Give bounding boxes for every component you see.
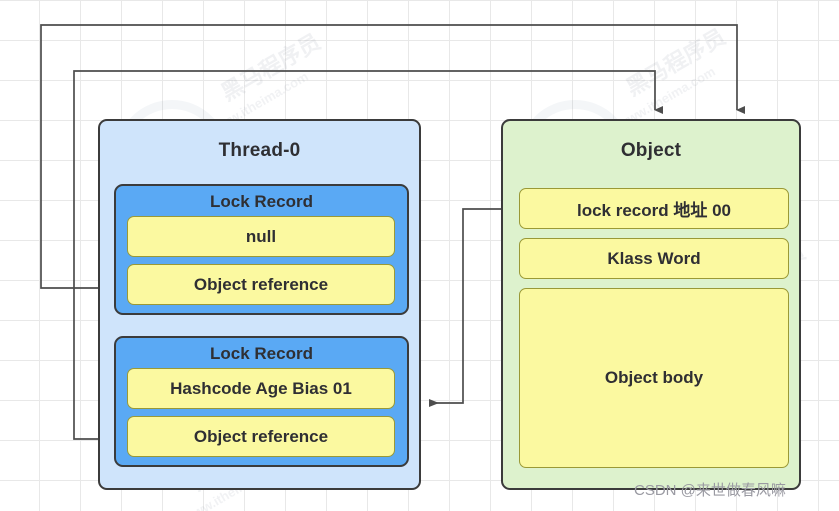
lock-record-1-cell-null: null: [127, 216, 395, 257]
lock-record-1: Lock Record null Object reference: [114, 184, 409, 315]
connector-lock-record-address: [429, 208, 517, 407]
thread-panel-title: Thread-0: [218, 140, 301, 161]
object-cell-object-body: Object body: [519, 288, 789, 468]
lock-record-1-title: Lock Record: [210, 192, 313, 211]
object-panel: Object lock record 地址 00 Klass Word Obje…: [501, 119, 801, 490]
connector-object-reference-1: [40, 24, 745, 289]
connector-object-reference-2: [73, 70, 663, 440]
thread-panel: Thread-0 Lock Record null Object referen…: [98, 119, 421, 490]
lock-record-2-cell-object-reference: Object reference: [127, 416, 395, 457]
lock-record-2: Lock Record Hashcode Age Bias 01 Object …: [114, 336, 409, 467]
csdn-watermark: CSDN @来世做春风嘛: [634, 482, 786, 499]
object-cell-klass-word: Klass Word: [519, 238, 789, 279]
lock-record-2-title: Lock Record: [210, 344, 313, 363]
object-cell-mark-word: lock record 地址 00: [519, 188, 789, 229]
lock-record-2-cell-markword: Hashcode Age Bias 01: [127, 368, 395, 409]
object-panel-title: Object: [620, 140, 682, 161]
lock-record-1-cell-object-reference: Object reference: [127, 264, 395, 305]
